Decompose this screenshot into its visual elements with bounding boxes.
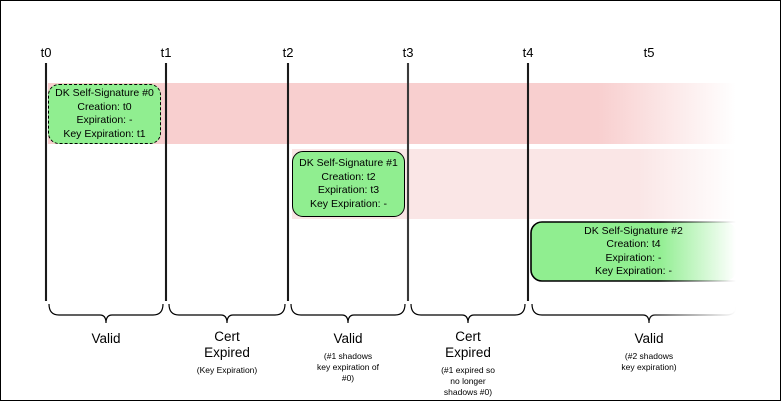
- brace-period-2: [168, 303, 286, 324]
- validity-band-signature-0: [48, 83, 736, 144]
- period-label-cert-expired-1: Cert Expired (Key Expiration): [152, 329, 302, 376]
- brace-period-3: [290, 303, 406, 324]
- tick-label-t4: t4: [522, 45, 534, 60]
- tick-label-t2: t2: [282, 45, 294, 60]
- period-label-valid-3: Valid (#2 shadows key expiration): [569, 331, 729, 373]
- signature-1-creation: Creation: t2: [321, 170, 376, 183]
- signature-0-key-expiration: Key Expiration: t1: [63, 127, 146, 140]
- tick-label-t1: t1: [160, 45, 172, 60]
- period-4-subtitle: (#1 expired so no longer shadows #0): [441, 365, 495, 397]
- period-label-cert-expired-2: Cert Expired (#1 expired so no longer sh…: [398, 329, 538, 398]
- signature-2-creation: Creation: t4: [606, 238, 661, 250]
- period-4-title: Cert Expired: [445, 329, 491, 360]
- period-label-valid-2: Valid (#1 shadows key expiration of #0): [278, 331, 418, 384]
- signature-2-key-expiration: Key Expiration: -: [594, 265, 673, 277]
- signature-1-title: DK Self-Signature #1: [299, 157, 398, 169]
- period-2-title: Cert Expired: [204, 329, 250, 360]
- signature-1-expiration: Expiration: t3: [317, 184, 380, 196]
- period-label-valid-1: Valid: [31, 331, 181, 351]
- timeline-axis: [19, 70, 741, 79]
- brace-period-5: [531, 303, 737, 324]
- signature-1-key-expiration: Key Expiration: -: [309, 197, 388, 210]
- signature-0-creation: Creation: t0: [77, 100, 132, 113]
- tick-lines: [44, 63, 651, 301]
- period-5-subtitle: (#2 shadows key expiration): [621, 351, 677, 372]
- signature-box-2: DK Self-Signature #2 Creation: t4 Expira…: [531, 222, 736, 281]
- brace-period-4: [410, 303, 526, 324]
- period-3-title: Valid: [333, 331, 363, 346]
- period-1-title: Valid: [91, 331, 121, 346]
- signature-box-1: DK Self-Signature #1 Creation: t2 Expira…: [292, 151, 405, 217]
- period-3-subtitle: (#1 shadows key expiration of #0): [317, 351, 379, 383]
- signature-0-expiration: Expiration: -: [76, 114, 133, 126]
- period-5-title: Valid: [634, 331, 664, 346]
- validity-band-signature-2: [530, 221, 736, 282]
- period-braces: [48, 303, 737, 324]
- tick-label-t0: t0: [40, 45, 52, 60]
- signature-box-0: DK Self-Signature #0 Creation: t0 Expira…: [48, 84, 161, 144]
- signature-2-title: DK Self-Signature #2: [584, 224, 683, 237]
- signature-2-expiration: Expiration: -: [605, 251, 662, 264]
- tick-label-t5: t5: [643, 45, 655, 60]
- period-2-subtitle: (Key Expiration): [196, 365, 258, 375]
- tick-label-t3: t3: [402, 45, 414, 60]
- brace-period-1: [48, 303, 164, 324]
- signature-0-title: DK Self-Signature #0: [55, 87, 154, 99]
